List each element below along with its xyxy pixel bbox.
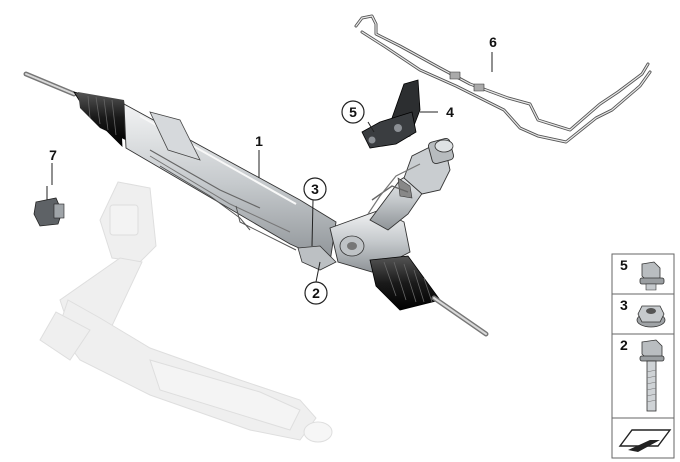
part-6-pipes (354, 14, 652, 144)
part-1-steering-rack (23, 71, 489, 337)
part-7-valve (33, 186, 65, 227)
callout-5: 5 (341, 100, 365, 124)
nut-icon (636, 305, 666, 328)
callout-3: 3 (303, 177, 327, 201)
callout-5-label: 5 (349, 104, 357, 120)
callout-6: 6 (489, 34, 497, 50)
fastener-legend: 5 3 2 (611, 253, 675, 459)
callout-7: 7 (49, 147, 57, 163)
callout-4: 4 (446, 104, 454, 120)
leader-lines (51, 52, 493, 283)
callout-3-label: 3 (311, 181, 319, 197)
arrow-icon (618, 429, 672, 452)
callout-4-label: 4 (446, 104, 454, 120)
callout-1: 1 (255, 133, 263, 149)
callout-2-label: 2 (312, 285, 320, 301)
callout-7-label: 7 (49, 147, 57, 163)
ghost-steering-rack (39, 181, 333, 443)
bolt-icon (639, 261, 665, 291)
callout-2: 2 (304, 281, 328, 305)
legend-label-5: 5 (620, 257, 628, 273)
callout-1-label: 1 (255, 133, 263, 149)
callout-6-label: 6 (489, 34, 497, 50)
screw-icon (639, 339, 665, 412)
legend-label-3: 3 (620, 297, 628, 313)
legend-label-2: 2 (620, 337, 628, 353)
part-4-bracket (361, 79, 421, 149)
